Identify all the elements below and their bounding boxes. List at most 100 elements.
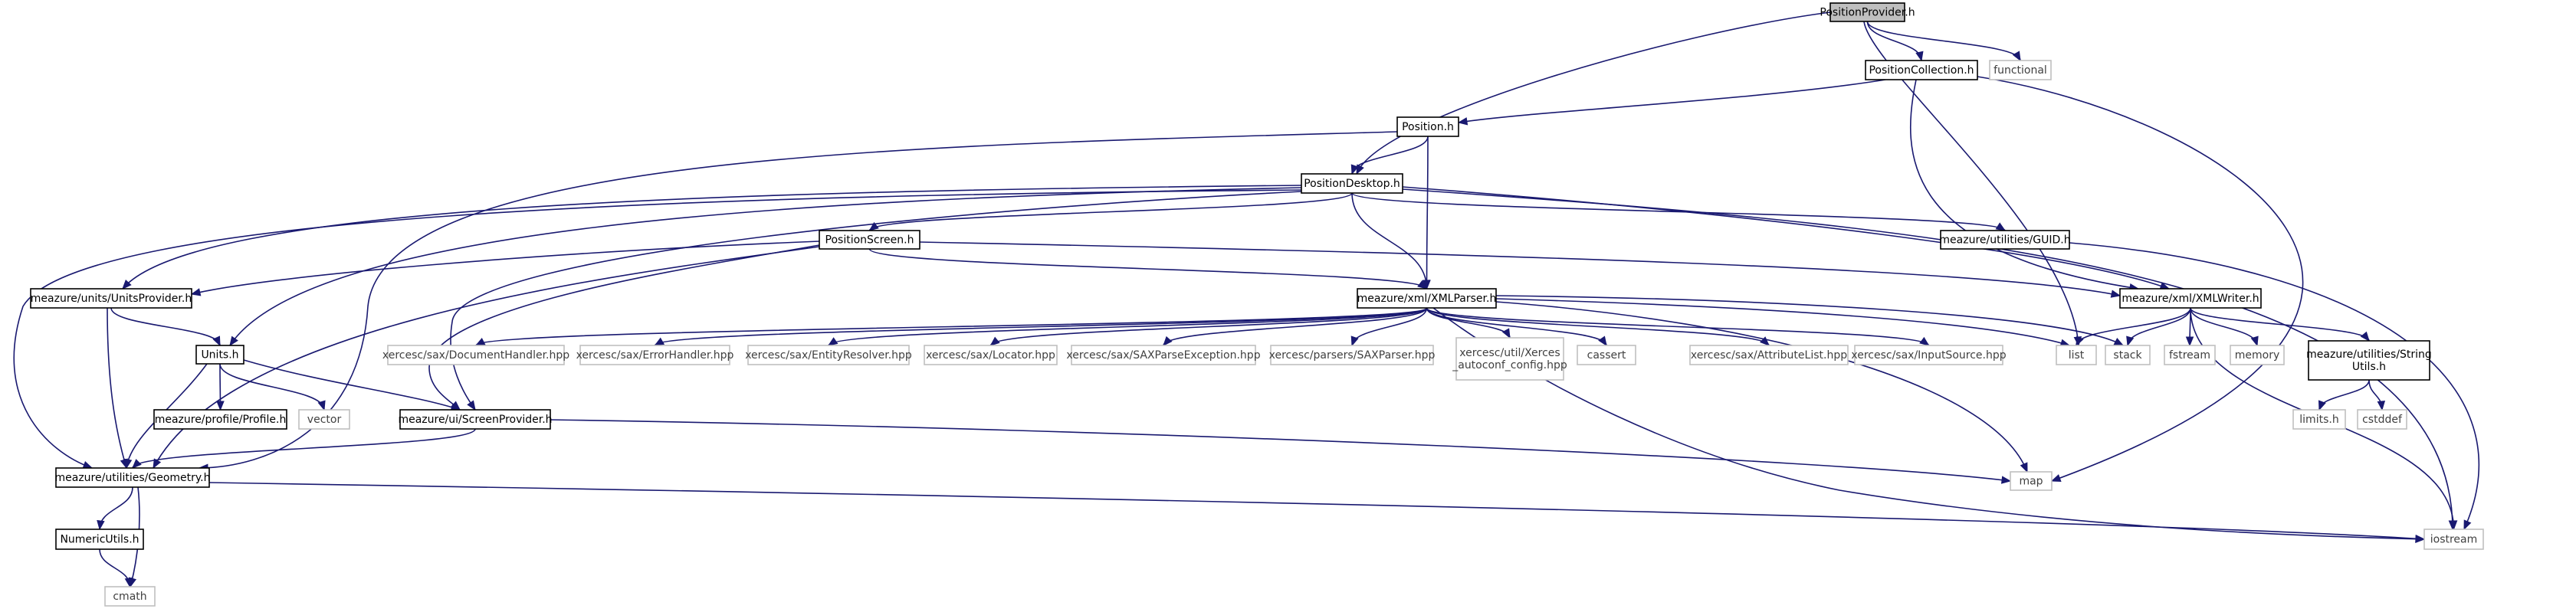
node-xml-parser[interactable]: meazure/xml/XMLParser.h — [1357, 288, 1497, 309]
arrowhead — [132, 459, 142, 469]
node-position-screen[interactable]: PositionScreen.h — [819, 230, 920, 250]
node-stack: stack — [2105, 345, 2151, 365]
edge-units_provider-to-geometry — [107, 307, 128, 470]
node-box — [1577, 345, 1636, 365]
edge-geometry-to-iostream — [208, 482, 2426, 543]
node-iostream: iostream — [2423, 529, 2484, 550]
node-input-source: xercesc/sax/InputSource.hpp — [1851, 345, 2007, 365]
node-memory: memory — [2230, 345, 2285, 365]
node-guid[interactable]: meazure/utilities/GUID.h — [1939, 230, 2071, 250]
node-xml-writer[interactable]: meazure/xml/XMLWriter.h — [2119, 288, 2262, 309]
node-position-provider[interactable]: PositionProvider.h — [1820, 2, 1915, 22]
node-numeric-utils[interactable]: NumericUtils.h — [55, 529, 144, 550]
arrowhead — [190, 288, 202, 296]
node-map: map — [2010, 471, 2053, 491]
node-limits: limits.h — [2292, 409, 2346, 430]
node-box — [1455, 337, 1564, 381]
edge-units-to-screen_provider — [243, 359, 461, 411]
node-position-desktop[interactable]: PositionDesktop.h — [1301, 173, 1403, 194]
arrowhead — [868, 221, 879, 231]
node-label: functional — [1994, 64, 2047, 77]
node-box — [55, 529, 144, 550]
edge-xml_writer-to-list — [2076, 307, 2191, 347]
node-box — [2308, 340, 2430, 381]
node-label: meazure/xml/XMLWriter.h — [2122, 293, 2259, 305]
arrowhead — [827, 337, 838, 346]
node-list: list — [2056, 345, 2097, 365]
node-box — [747, 345, 910, 365]
arrowhead — [2449, 520, 2458, 531]
node-box — [153, 409, 287, 430]
arrowhead — [2000, 476, 2012, 484]
node-box — [2230, 345, 2285, 365]
arrowhead — [1598, 335, 1607, 347]
node-label: fstream — [2169, 349, 2210, 362]
arrowhead — [153, 458, 162, 470]
arrowhead — [2113, 338, 2125, 346]
node-screen-provider[interactable]: meazure/ui/ScreenProvider.h — [398, 409, 553, 430]
arrowhead — [654, 337, 665, 346]
edge-xml_parser-to-document_handler — [474, 307, 1428, 346]
node-profile[interactable]: meazure/profile/Profile.h — [153, 409, 287, 430]
edge-position_desktop-to-geometry — [13, 189, 1302, 469]
node-box — [2119, 288, 2262, 309]
node-label: xercesc/sax/ErrorHandler.hpp — [576, 349, 734, 362]
edge-position-to-xml_parser — [1423, 136, 1431, 290]
edge-xml_parser-to-stack — [1495, 295, 2125, 346]
node-position[interactable]: Position.h — [1396, 116, 1459, 137]
node-label: map — [2019, 475, 2043, 487]
edge-position_desktop-to-screen_provider — [450, 191, 1302, 411]
arrowhead — [1350, 164, 1359, 175]
edge-geometry-to-numeric_utils — [97, 486, 133, 531]
edge-position_desktop-to-xml_parser — [1351, 192, 1431, 290]
edge-position_screen-to-units_provider — [190, 241, 820, 296]
arrowhead — [1457, 117, 1468, 126]
arrowhead — [989, 336, 1000, 346]
node-label: Utils.h — [2352, 361, 2386, 373]
node-label: meazure/utilities/String — [2306, 349, 2432, 361]
node-error-handler: xercesc/sax/ErrorHandler.hpp — [576, 345, 734, 365]
node-label: xercesc/sax/SAXParseException.hpp — [1066, 349, 1260, 362]
arrowhead — [82, 461, 94, 469]
arrowhead — [474, 338, 486, 346]
arrowhead — [124, 577, 133, 588]
node-cassert: cassert — [1577, 345, 1636, 365]
node-box — [2010, 471, 2053, 491]
arrowhead — [2012, 51, 2021, 62]
edge-position_desktop-to-guid — [1351, 192, 2007, 231]
edge-xml_parser-to-map — [1495, 301, 2028, 473]
edge-position_screen-to-xml_parser — [868, 248, 1428, 290]
node-box — [55, 467, 210, 488]
edge-xml_parser-to-cassert — [1426, 307, 1607, 347]
node-label: xercesc/sax/AttributeList.hpp — [1691, 349, 1847, 362]
edge-xml_parser-to-attribute_list — [1426, 307, 1770, 346]
node-geometry[interactable]: meazure/utilities/Geometry.h — [55, 467, 211, 488]
node-box — [30, 288, 192, 309]
node-units-provider[interactable]: meazure/units/UnitsProvider.h — [30, 288, 192, 309]
arrowhead — [2050, 474, 2062, 482]
arrowhead — [1163, 335, 1173, 346]
edge-xml_writer-to-stack — [2126, 307, 2191, 347]
node-box — [2164, 345, 2216, 365]
node-label: cmath — [113, 591, 146, 603]
node-label: cstddef — [2362, 414, 2403, 426]
arrowhead — [467, 400, 476, 411]
node-cstddef: cstddef — [2357, 409, 2407, 430]
node-box — [2423, 529, 2484, 550]
node-label: xercesc/sax/InputSource.hpp — [1851, 349, 2006, 362]
node-label: meazure/ui/ScreenProvider.h — [398, 414, 552, 426]
arrowhead — [1422, 280, 1431, 290]
node-units[interactable]: Units.h — [195, 345, 244, 365]
edge-position_desktop-to-units_provider — [122, 185, 1302, 290]
node-label: memory — [2235, 349, 2280, 362]
node-position-collection[interactable]: PositionCollection.h — [1865, 60, 1978, 80]
node-cmath: cmath — [104, 586, 156, 607]
edge-layer — [13, 11, 2479, 588]
edge-position_provider-to-functional — [1866, 21, 2021, 62]
edge-position_collection-to-map — [1977, 76, 2304, 482]
arrowhead — [2360, 331, 2370, 342]
node-box — [579, 345, 730, 365]
node-label: PositionScreen.h — [825, 234, 914, 246]
edge-screen_provider-to-geometry — [132, 428, 476, 469]
